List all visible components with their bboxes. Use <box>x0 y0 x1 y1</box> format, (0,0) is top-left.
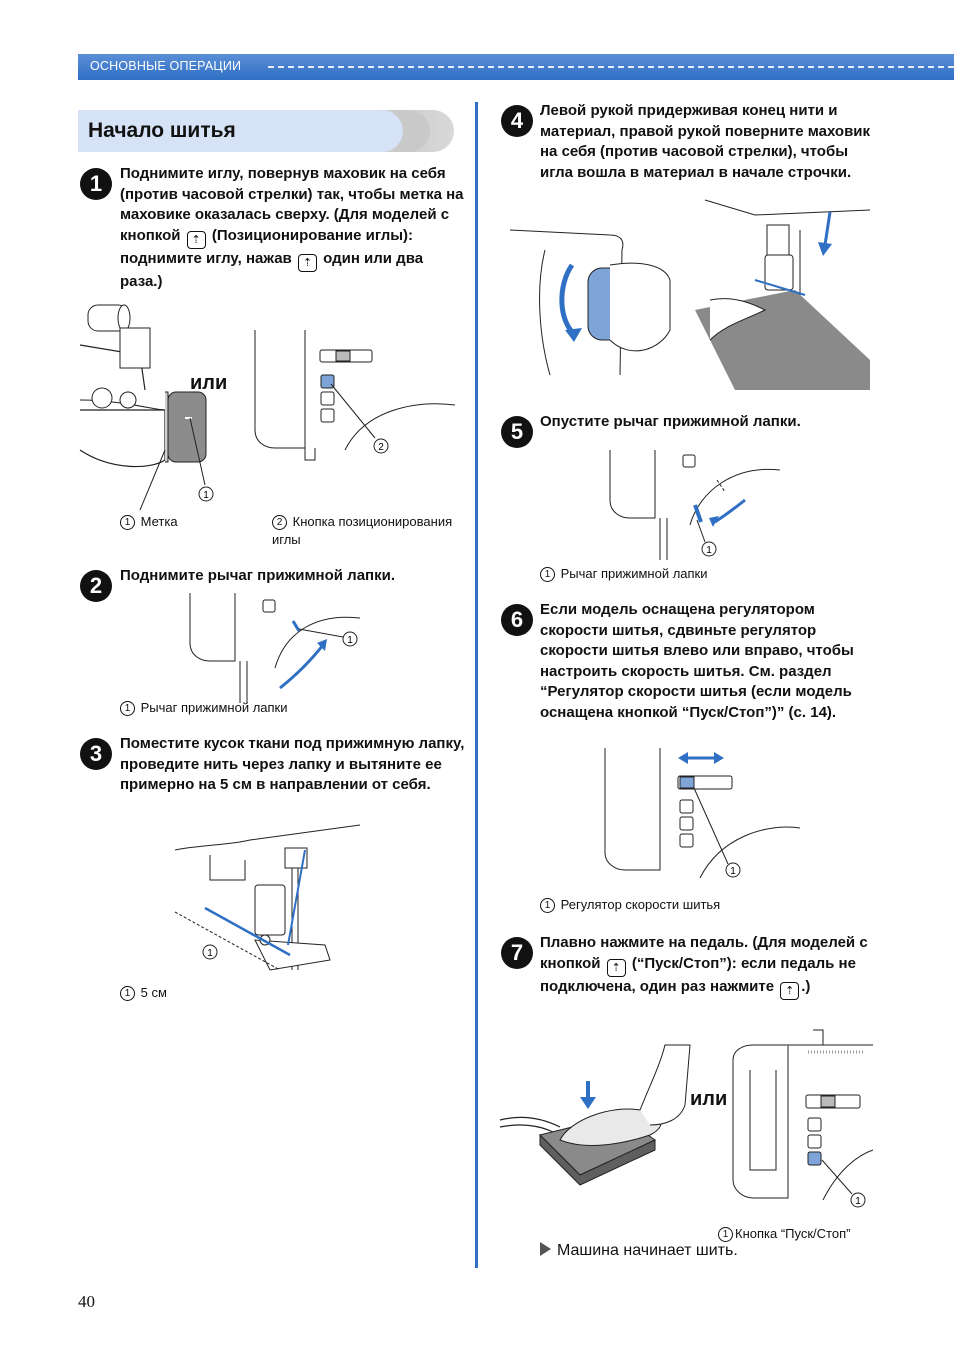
step-5-caption-1: 1 Рычаг прижимной лапки <box>540 565 708 583</box>
page-title-banner: Начало шитья <box>78 110 454 152</box>
step-1-caption-2: 2 Кнопка позиционирования иглы <box>272 514 453 547</box>
page-number: 40 <box>78 1292 95 1311</box>
section-label: ОСНОВНЫЕ ОПЕРАЦИИ <box>90 59 242 73</box>
handwheel-illustration: 1 <box>79 304 214 511</box>
header-dashed-line <box>268 66 954 68</box>
svg-text:2: 2 <box>378 442 384 453</box>
step-1-number: 1 <box>80 168 112 200</box>
step-3-caption-1: 1 5 см <box>120 984 167 1002</box>
step-4-text: Левой рукой придерживая конец нити и мат… <box>540 102 871 181</box>
or-label: или <box>190 372 228 394</box>
step-2-caption-1: 1 Рычаг прижимной лапки <box>120 699 288 717</box>
handwheel-turn-illustration <box>509 229 671 376</box>
svg-text:1: 1 <box>203 490 209 501</box>
step-7-result: Машина начинает шить. <box>540 1242 738 1260</box>
step-2-text: Поднимите рычаг прижимной лапки. <box>120 567 395 584</box>
svg-text:1: 1 <box>347 635 353 646</box>
svg-text:1: 1 <box>207 948 213 959</box>
start-stop-icon: ⇡ <box>606 958 626 977</box>
speed-slider-illustration: 1 <box>604 748 801 879</box>
page-title: Начало шитья <box>88 119 236 142</box>
or-label-2: или <box>690 1088 728 1110</box>
foot-pedal-illustration <box>499 1044 691 1186</box>
step-7-number: 7 <box>501 937 533 969</box>
step-1-caption-1: 1 Метка <box>120 513 178 531</box>
presser-lever-up-illustration: 1 <box>189 593 361 703</box>
step-6-number: 6 <box>501 604 533 636</box>
step-5-number: 5 <box>501 416 533 448</box>
step-6-text: Если модель оснащена регулятором скорост… <box>540 601 854 721</box>
step-3-number: 3 <box>80 738 112 770</box>
section-header-bar: ОСНОВНЫЕ ОПЕРАЦИИ <box>78 54 954 80</box>
fabric-placement-illustration: 1 <box>174 824 361 971</box>
needle-position-icon: ⇡ <box>186 230 206 249</box>
step-7-text: Плавно нажмите на педаль. (Для моделей с… <box>540 933 885 1000</box>
step-6-caption-1: 1 Регулятор скорости шитья <box>540 896 720 914</box>
step-1-text: Поднимите иглу, повернув маховик на себя… <box>120 165 464 290</box>
needle-position-icon: ⇡ <box>297 253 317 272</box>
machine-panel-illustration: 2 <box>254 330 456 461</box>
step-3-text: Поместите кусок ткани под прижимную лапк… <box>120 735 465 793</box>
svg-text:1: 1 <box>730 866 736 877</box>
start-stop-panel-illustration: 1 <box>732 1029 874 1208</box>
step-4-number: 4 <box>501 105 533 137</box>
column-divider <box>475 102 478 1268</box>
start-stop-icon: ⇡ <box>780 981 800 1000</box>
presser-lever-down-illustration: 1 <box>609 450 781 560</box>
step-2-number: 2 <box>80 570 112 602</box>
svg-text:1: 1 <box>855 1196 861 1207</box>
triangle-bullet-icon <box>540 1242 551 1256</box>
needle-fabric-illustration <box>695 199 871 390</box>
step-5-text: Опустите рычаг прижимной лапки. <box>540 413 801 430</box>
svg-text:1: 1 <box>706 545 712 556</box>
